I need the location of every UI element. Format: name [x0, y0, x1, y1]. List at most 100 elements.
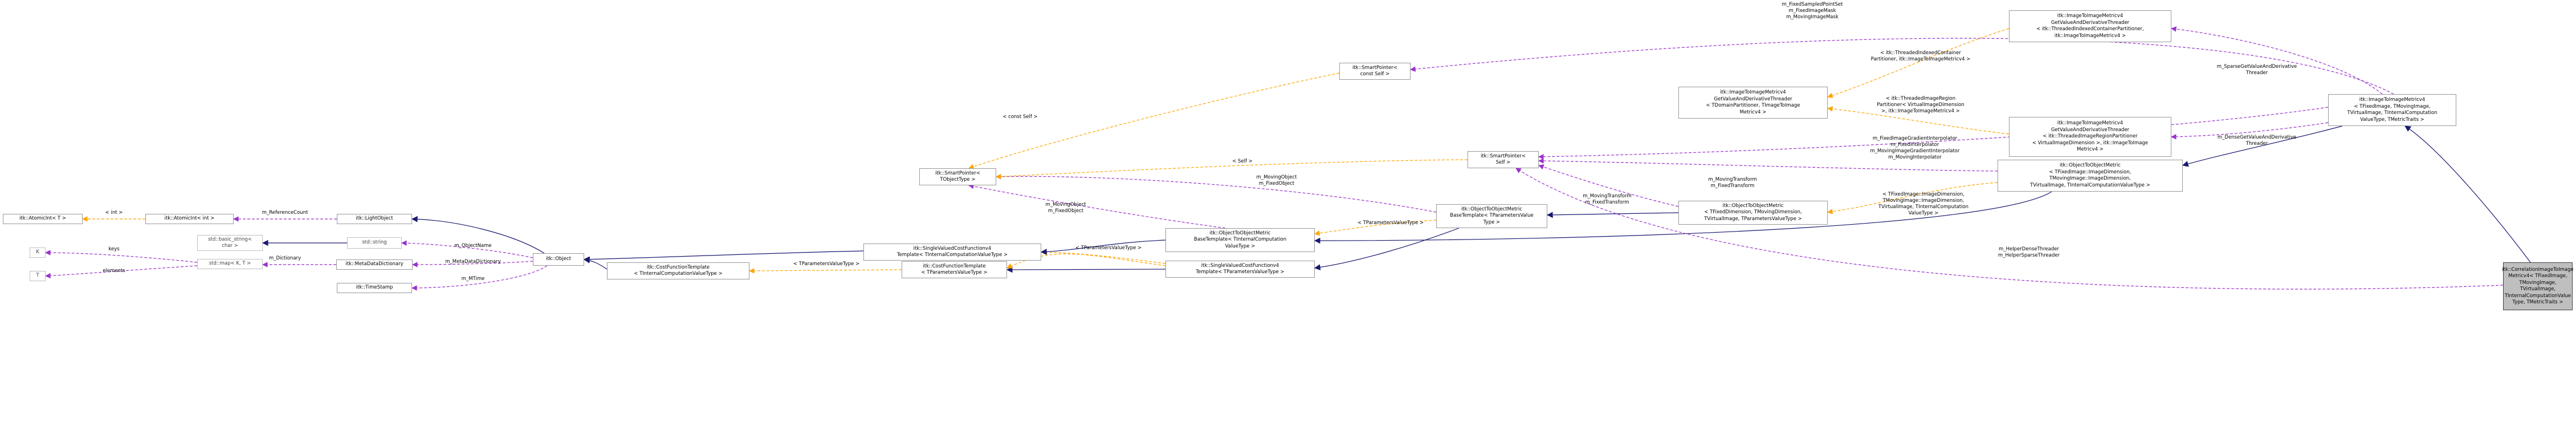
node-label: itk::ObjectToObjectMetric < TFixedDimens…	[1704, 202, 1802, 222]
node-smart-pointer-object[interactable]: itk::SmartPointer< TObjectType >	[919, 168, 996, 185]
node-label: itk::ObjectToObjectMetric BaseTemplate< …	[1193, 230, 1287, 249]
node-key-K[interactable]: K	[30, 248, 46, 258]
edge-dims-inherits-base-tparams	[1546, 212, 1679, 218]
node-label: itk::ImageToImageMetricv4 GetValueAndDer…	[1706, 90, 1800, 115]
node-label: itk::MetaDataDictionary	[345, 261, 403, 267]
edge-label-self: < Self >	[1232, 159, 1253, 164]
edge-svcf-params-inherits-cft	[1006, 266, 1166, 273]
edge-sparse-threader	[2171, 26, 2383, 95]
edge-itim-inherits-images	[2182, 125, 2343, 167]
node-label: K	[36, 249, 39, 255]
node-std-basic-string[interactable]: std::basic_string< char >	[197, 235, 263, 251]
edge-helper-threaders	[1515, 168, 2504, 290]
edge-label-elements: elements	[103, 268, 125, 274]
node-object-to-object-metric-images[interactable]: itk::ObjectToObjectMetric < TFixedImage:…	[1998, 160, 2183, 192]
node-label: itk::ObjectToObjectMetric < TFixedImage:…	[2030, 163, 2150, 188]
edge-label-region-template: < itk::ThreadedImageRegion Partitioner< …	[1877, 96, 1964, 114]
node-label: std::basic_string< char >	[208, 236, 252, 249]
edge-svcf-internal-template	[1041, 249, 1166, 264]
node-label: itk::SmartPointer< const Self >	[1352, 64, 1397, 78]
edge-label-tparams-base: < TParametersValueType >	[1357, 220, 1424, 226]
edge-label-sparse-threader: m_SparseGetValueAndDerivative Threader	[2216, 64, 2297, 76]
node-metadata-dictionary[interactable]: itk::MetaDataDictionary	[336, 259, 413, 270]
edge-metadata-dictionary	[412, 261, 533, 267]
edge-label-tparams-svcf: < TParametersValueType >	[1075, 245, 1142, 251]
node-single-valued-cf-v4-internal[interactable]: itk::SingleValuedCostFunctionv4 Template…	[863, 244, 1041, 261]
edge-base-tparams-template-cft	[1006, 253, 1166, 269]
node-std-string[interactable]: std::string	[347, 237, 402, 249]
edge-label-dense-threader: m_DenseGetValueAndDerivative Threader	[2217, 135, 2297, 147]
edge-label-metadata-dictionary: m_MetaDataDictionary	[445, 259, 501, 265]
node-label: itk::ObjectToObjectMetric BaseTemplate< …	[1450, 206, 1534, 225]
edge-label-mtime: m_MTime	[461, 276, 485, 282]
edge-label-interpolators: m_FixedImageGradientInterpolator m_Fixed…	[1870, 136, 1960, 160]
node-object-to-object-metric-base-internal[interactable]: itk::ObjectToObjectMetric BaseTemplate< …	[1165, 228, 1315, 252]
edge-label-moving-fixed-object-2: m_MovingObject m_FixedObject	[1045, 202, 1086, 214]
node-object[interactable]: itk::Object	[533, 253, 584, 266]
node-label: itk::CostFunctionTemplate < TInternalCom…	[634, 264, 723, 277]
edge-moving-fixed-object-1	[996, 173, 1437, 213]
edge-moving-fixed-transform-1	[1538, 158, 1998, 172]
node-object-to-object-metric-dims[interactable]: itk::ObjectToObjectMetric < TFixedDimens…	[1678, 201, 1828, 225]
node-correlation-metric[interactable]: itk::CorrelationImageToImage Metricv4< T…	[2502, 262, 2574, 310]
node-label: std::string	[362, 240, 387, 246]
node-image-to-image-metric-v4[interactable]: itk::ImageToImageMetricv4 < TFixedImage,…	[2328, 94, 2456, 126]
edge-smart-const-self-template	[968, 72, 1340, 169]
node-smart-pointer-self[interactable]: itk::SmartPointer< Self >	[1468, 151, 1539, 168]
edge-images-template	[1827, 182, 1998, 214]
node-object-to-object-metric-base-tparams[interactable]: itk::ObjectToObjectMetric BaseTemplate< …	[1436, 204, 1547, 228]
edge-base-internal-template	[1314, 220, 1437, 236]
edge-indexed-template	[1827, 28, 2010, 98]
node-smart-pointer-const-self[interactable]: itk::SmartPointer< const Self >	[1339, 63, 1411, 80]
edge-base-internal-inherits-svcf	[1040, 240, 1166, 255]
node-cost-function-template[interactable]: itk::CostFunctionTemplate < TParametersV…	[902, 261, 1007, 278]
edge-correlation-inherits-itim	[2404, 125, 2531, 263]
node-atomic-int-int[interactable]: itk::AtomicInt< int >	[145, 214, 234, 224]
edge-region-template	[1827, 106, 2010, 135]
edge-label-images-template: < TFixedImage::ImageDimension, TMovingIm…	[1878, 192, 1968, 216]
edge-label-reference-count: m_ReferenceCount	[262, 210, 308, 216]
node-label: itk::TimeStamp	[356, 285, 393, 291]
node-image-to-image-metric-v4-threader-domain[interactable]: itk::ImageToImageMetricv4 GetValueAndDer…	[1678, 87, 1828, 119]
node-image-to-image-metric-v4-threader-indexed[interactable]: itk::ImageToImageMetricv4 GetValueAndDer…	[2009, 10, 2171, 42]
node-single-valued-cf-v4-params[interactable]: itk::SingleValuedCostFunctionv4 Template…	[1165, 261, 1315, 278]
node-label: itk::CostFunctionTemplate < TParametersV…	[921, 263, 988, 276]
node-label: T	[36, 273, 39, 279]
node-cost-function-template-internal[interactable]: itk::CostFunctionTemplate < TInternalCom…	[607, 262, 749, 279]
node-time-stamp[interactable]: itk::TimeStamp	[337, 283, 412, 293]
node-label: itk::ImageToImageMetricv4 < TFixedImage,…	[2347, 97, 2438, 123]
edge-label-moving-fixed-transform-1: m_MovingTransform m_FixedTransform	[1708, 177, 1757, 189]
edge-object-inherits-lightobject	[411, 216, 545, 254]
edge-smart-self-template	[996, 159, 1468, 180]
edge-label-const-self: < const Self >	[1002, 114, 1038, 120]
edge-svcf-internal-inherits-object	[583, 250, 864, 263]
node-label: itk::CorrelationImageToImage Metricv4< T…	[2502, 266, 2574, 306]
edge-moving-fixed-transform-2	[1538, 164, 1679, 207]
edge-mtime	[411, 265, 548, 291]
edge-moving-fixed-object-2	[968, 183, 1226, 229]
edge-label-object-name: m_ObjectName	[454, 243, 492, 249]
node-label: itk::SingleValuedCostFunctionv4 Template…	[896, 245, 1008, 258]
node-std-map[interactable]: std::map< K, T >	[197, 259, 263, 269]
node-light-object[interactable]: itk::LightObject	[337, 214, 412, 224]
node-label: itk::ImageToImageMetricv4 GetValueAndDer…	[2036, 13, 2144, 39]
edge-label-indexed-template: < itk::ThreadedIndexedContainer Partitio…	[1870, 50, 1971, 62]
edge-label-moving-fixed-object-1: m_MovingObject m_FixedObject	[1256, 175, 1297, 186]
node-image-to-image-metric-v4-threader-region[interactable]: itk::ImageToImageMetricv4 GetValueAndDer…	[2009, 117, 2171, 157]
edge-label-dictionary: m_Dictionary	[268, 255, 301, 261]
node-label: itk::SmartPointer< Self >	[1480, 153, 1526, 166]
edge-label-keys: keys	[108, 246, 120, 252]
edge-label-int-template: < int >	[105, 210, 123, 216]
edge-map-elements	[45, 265, 198, 279]
node-val-T[interactable]: T	[30, 271, 46, 281]
edge-label-moving-fixed-transform-2: m_MovingTransform m_FixedTransform	[1583, 193, 1632, 205]
edge-base-tparams-inherits-svcf	[1314, 228, 1460, 271]
node-label: itk::LightObject	[356, 216, 393, 222]
edge-dense-threader	[2171, 122, 2329, 140]
edge-cft-internal-inherits-object	[583, 257, 608, 270]
node-label: itk::ImageToImageMetricv4 GetValueAndDer…	[2032, 120, 2149, 153]
node-atomic-int-T[interactable]: itk::AtomicInt< T >	[3, 214, 83, 224]
node-label: itk::Object	[545, 256, 572, 262]
